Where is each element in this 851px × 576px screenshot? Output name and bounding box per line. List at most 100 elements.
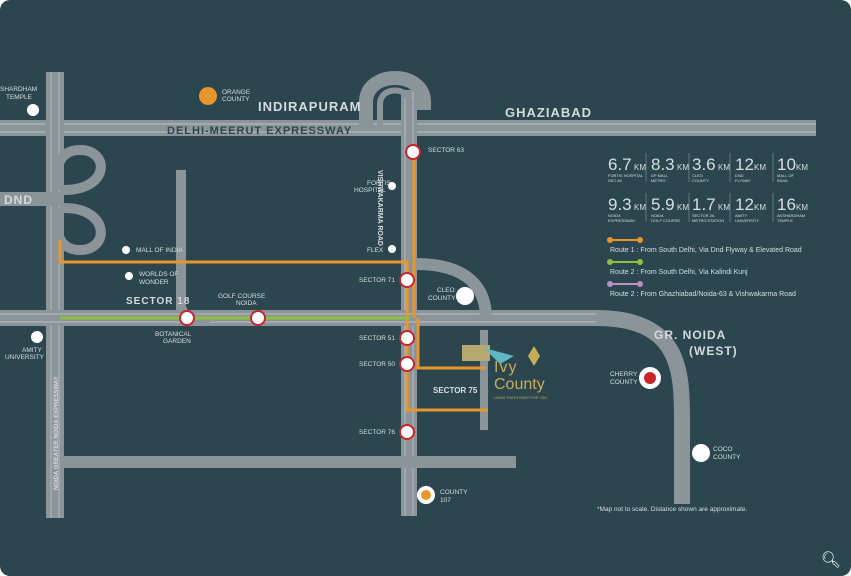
marker-sector63[interactable] <box>405 144 421 160</box>
distance-label: DND <box>735 173 744 178</box>
distance-label: AMITY <box>735 213 748 218</box>
label-county107-1: COUNTY <box>440 489 468 496</box>
label-golf-course-1: GOLF COURSE <box>218 293 266 300</box>
distance-value: 3.6 <box>692 155 716 174</box>
label-ghaziabad: GHAZIABAD <box>505 105 592 120</box>
marker-sector71[interactable] <box>399 272 415 288</box>
road-bottom <box>64 456 516 468</box>
label-wow-1: WORLDS OF <box>139 271 178 278</box>
label-sector18: SECTOR 18 <box>126 296 190 307</box>
distance-unit: KM <box>754 163 766 172</box>
label-delhi-meerut: DELHI-MEERUT EXPRESSWAY <box>167 125 352 137</box>
label-sector50: SECTOR 50 <box>359 361 395 368</box>
distance-label: COUNTY <box>692 178 709 183</box>
dot-flex[interactable] <box>388 245 396 253</box>
distance-label: EXPRESSWAY <box>608 218 636 223</box>
label-akshardham-1: SHARDHAM <box>0 86 37 93</box>
label-county107-2: 107 <box>440 497 451 504</box>
distance-label: SEC-62 <box>608 178 623 183</box>
distance-label: NOIDA <box>651 213 664 218</box>
distance-unit: KM <box>677 203 689 212</box>
distance-label: INDIA <box>777 178 788 183</box>
map-disclaimer: *Map not to scale. Distance shown are ap… <box>597 506 747 513</box>
legend-dot-route3 <box>607 281 613 287</box>
label-botanical-1: BOTANICAL <box>155 331 192 338</box>
label-vishwakarma: VISHWAKARMA ROAD <box>376 170 383 246</box>
area-labels: INDIRAPURAM GHAZIABAD DND SECTOR 18 GR. … <box>4 99 738 490</box>
distance-label: FLYWAY <box>735 178 751 183</box>
sign-markers <box>179 144 421 440</box>
label-sector63: SECTOR 63 <box>428 147 464 154</box>
distance-unit: KM <box>718 203 730 212</box>
poi-dots <box>27 87 710 504</box>
label-cherry-2: COUNTY <box>610 379 638 386</box>
marker-sector76[interactable] <box>399 424 415 440</box>
label-golf-course-2: NOIDA <box>236 300 257 307</box>
label-amity-1: AMITY <box>22 347 43 354</box>
dot-amity[interactable] <box>31 331 43 343</box>
ivy-county-site: Ivy County LIVING THAT'S RIGHT FOR YOU <box>462 345 547 400</box>
label-cleo-1: CLEO <box>437 287 455 294</box>
dot-fortis[interactable] <box>388 182 396 190</box>
label-wow-2: WONDER <box>139 279 169 286</box>
legend-route2: Route 2 : From South Delhi, Via Kalindi … <box>610 269 748 276</box>
marker-botanical[interactable] <box>179 310 195 326</box>
marker-golf-course[interactable] <box>250 310 266 326</box>
distance-value: 1.7 <box>692 195 716 214</box>
magnifier-icon[interactable]: 🔍︎ <box>820 552 841 569</box>
dot-mall-of-india[interactable] <box>122 246 130 254</box>
marker-sector50[interactable] <box>399 356 415 372</box>
label-noida-gn-expressway: NOIDA GREATER NOIDA EXPRESSWAY <box>54 376 60 490</box>
distance-value: 8.3 <box>651 155 675 174</box>
distance-value: 16 <box>777 195 796 214</box>
place-labels: SHARDHAM TEMPLE ORANGE COUNTY SECTOR 63 … <box>0 86 741 504</box>
label-botanical-2: GARDEN <box>163 338 191 345</box>
logo-line2: County <box>494 376 545 393</box>
route-legend: Route 1 : From South Delhi, Via Dnd Flyw… <box>607 237 802 298</box>
label-fortis-1: FORTIS <box>367 180 391 187</box>
routes <box>58 150 488 412</box>
label-sector71: SECTOR 71 <box>359 277 395 284</box>
distance-value: 10 <box>777 155 796 174</box>
logo-tagline: LIVING THAT'S RIGHT FOR YOU <box>494 396 547 400</box>
label-amity-2: UNIVERSITY <box>5 354 45 361</box>
label-gr-noida: GR. NOIDA <box>654 328 726 342</box>
distance-value: 12 <box>735 155 754 174</box>
distance-label: METRO STATION <box>692 218 724 223</box>
label-coco-1: COCO <box>713 446 733 453</box>
coco-county-icon[interactable] <box>692 444 710 462</box>
dot-worlds-of-wonder[interactable] <box>125 272 133 280</box>
dot-akshardham[interactable] <box>27 104 39 116</box>
distance-label: GOLF COURSE <box>651 218 680 223</box>
distance-unit: KM <box>634 203 646 212</box>
distance-value: 5.9 <box>651 195 675 214</box>
label-sector75: SECTOR 75 <box>433 386 478 395</box>
label-sector51: SECTOR 51 <box>359 335 395 342</box>
distance-unit: KM <box>754 203 766 212</box>
label-indirapuram: INDIRAPURAM <box>258 99 361 114</box>
label-coco-2: COUNTY <box>713 454 741 461</box>
label-sector76: SECTOR 76 <box>359 429 395 436</box>
distance-label: SECTOR 2A <box>692 213 715 218</box>
label-fortis-2: HOSPITAL <box>354 187 386 194</box>
logo-line1: Ivy <box>494 359 517 376</box>
marker-sector51[interactable] <box>399 330 415 346</box>
cleo-county-icon[interactable] <box>456 287 474 305</box>
orange-county-icon[interactable] <box>199 87 217 105</box>
distance-unit: KM <box>677 163 689 172</box>
label-mall-of-india: MALL OF INDIA <box>136 247 183 254</box>
distance-label: AKSHARDHAM <box>777 213 805 218</box>
label-flex: FLEX <box>367 247 384 254</box>
distance-unit: KM <box>718 163 730 172</box>
distance-label: DP MALL <box>651 173 669 178</box>
route-1-line <box>58 240 488 412</box>
distance-label: FORTIS HOSPITAL <box>608 173 644 178</box>
label-dnd: DND <box>4 193 33 207</box>
label-gr-noida-west: (WEST) <box>689 344 738 358</box>
